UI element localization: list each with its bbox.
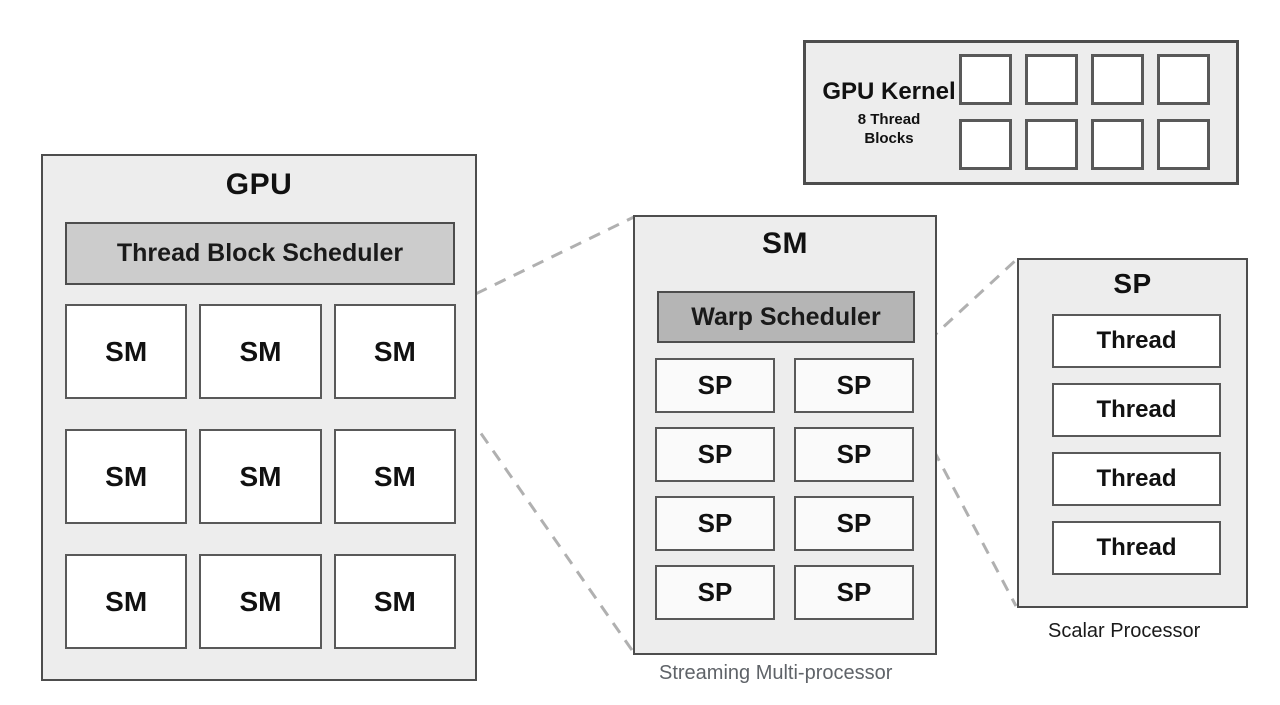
sm-unit: SM (199, 304, 322, 399)
gpu-kernel-subtitle: 8 Thread Blocks (857, 111, 921, 148)
thread-block-square (1025, 54, 1078, 105)
sm-caption: Streaming Multi-processor (659, 662, 893, 684)
sp-unit: SP (794, 358, 914, 413)
connector-gpu-sm-bottom (455, 398, 636, 654)
sm-title: SM (762, 227, 808, 260)
sm-unit: SM (199, 429, 322, 524)
sp-unit-grid: SP SP SP SP SP SP SP SP (655, 358, 914, 620)
sm-unit: SM (65, 429, 188, 524)
thread-block-square (959, 54, 1012, 105)
gpu-kernel-label-block: GPU Kernel 8 Thread Blocks (814, 78, 964, 149)
sp-unit: SP (655, 358, 775, 413)
sp-box: SP Thread Thread Thread Thread (1017, 258, 1248, 608)
gpu-kernel-title: GPU Kernel (822, 78, 956, 105)
thread-block-grid (959, 54, 1210, 170)
sm-unit-grid: SM SM SM SM SM SM SM SM SM (65, 304, 456, 649)
thread-block-square (1157, 54, 1210, 105)
thread-unit: Thread (1052, 452, 1221, 506)
sm-box: SM Warp Scheduler SP SP SP SP SP SP SP S… (633, 215, 937, 655)
sm-unit: SM (65, 304, 188, 399)
sm-unit: SM (333, 429, 456, 524)
thread-unit: Thread (1052, 521, 1221, 575)
sp-caption: Scalar Processor (1048, 620, 1201, 642)
gpu-title: GPU (225, 168, 293, 201)
sp-unit: SP (655, 496, 775, 551)
thread-block-square (1091, 54, 1144, 105)
thread-block-square (959, 119, 1012, 170)
sp-unit: SP (794, 427, 914, 482)
connector-gpu-sm-top (456, 215, 635, 305)
thread-unit: Thread (1052, 314, 1221, 368)
sm-unit: SM (199, 554, 322, 649)
thread-block-square (1025, 119, 1078, 170)
thread-unit: Thread (1052, 383, 1221, 437)
thread-unit-column: Thread Thread Thread Thread (1052, 314, 1221, 575)
sp-unit: SP (655, 427, 775, 482)
warp-scheduler: Warp Scheduler (657, 291, 915, 343)
sp-unit: SP (794, 496, 914, 551)
sp-title: SP (1113, 268, 1152, 299)
sp-unit: SP (655, 565, 775, 620)
sm-unit: SM (333, 304, 456, 399)
gpu-box: GPU Thread Block Scheduler SM SM SM SM S… (41, 154, 477, 681)
thread-block-square (1157, 119, 1210, 170)
sm-unit: SM (333, 554, 456, 649)
thread-block-scheduler: Thread Block Scheduler (65, 222, 455, 285)
sp-unit: SP (794, 565, 914, 620)
sm-unit: SM (65, 554, 188, 649)
thread-block-square (1091, 119, 1144, 170)
gpu-kernel-box: GPU Kernel 8 Thread Blocks (803, 40, 1239, 185)
